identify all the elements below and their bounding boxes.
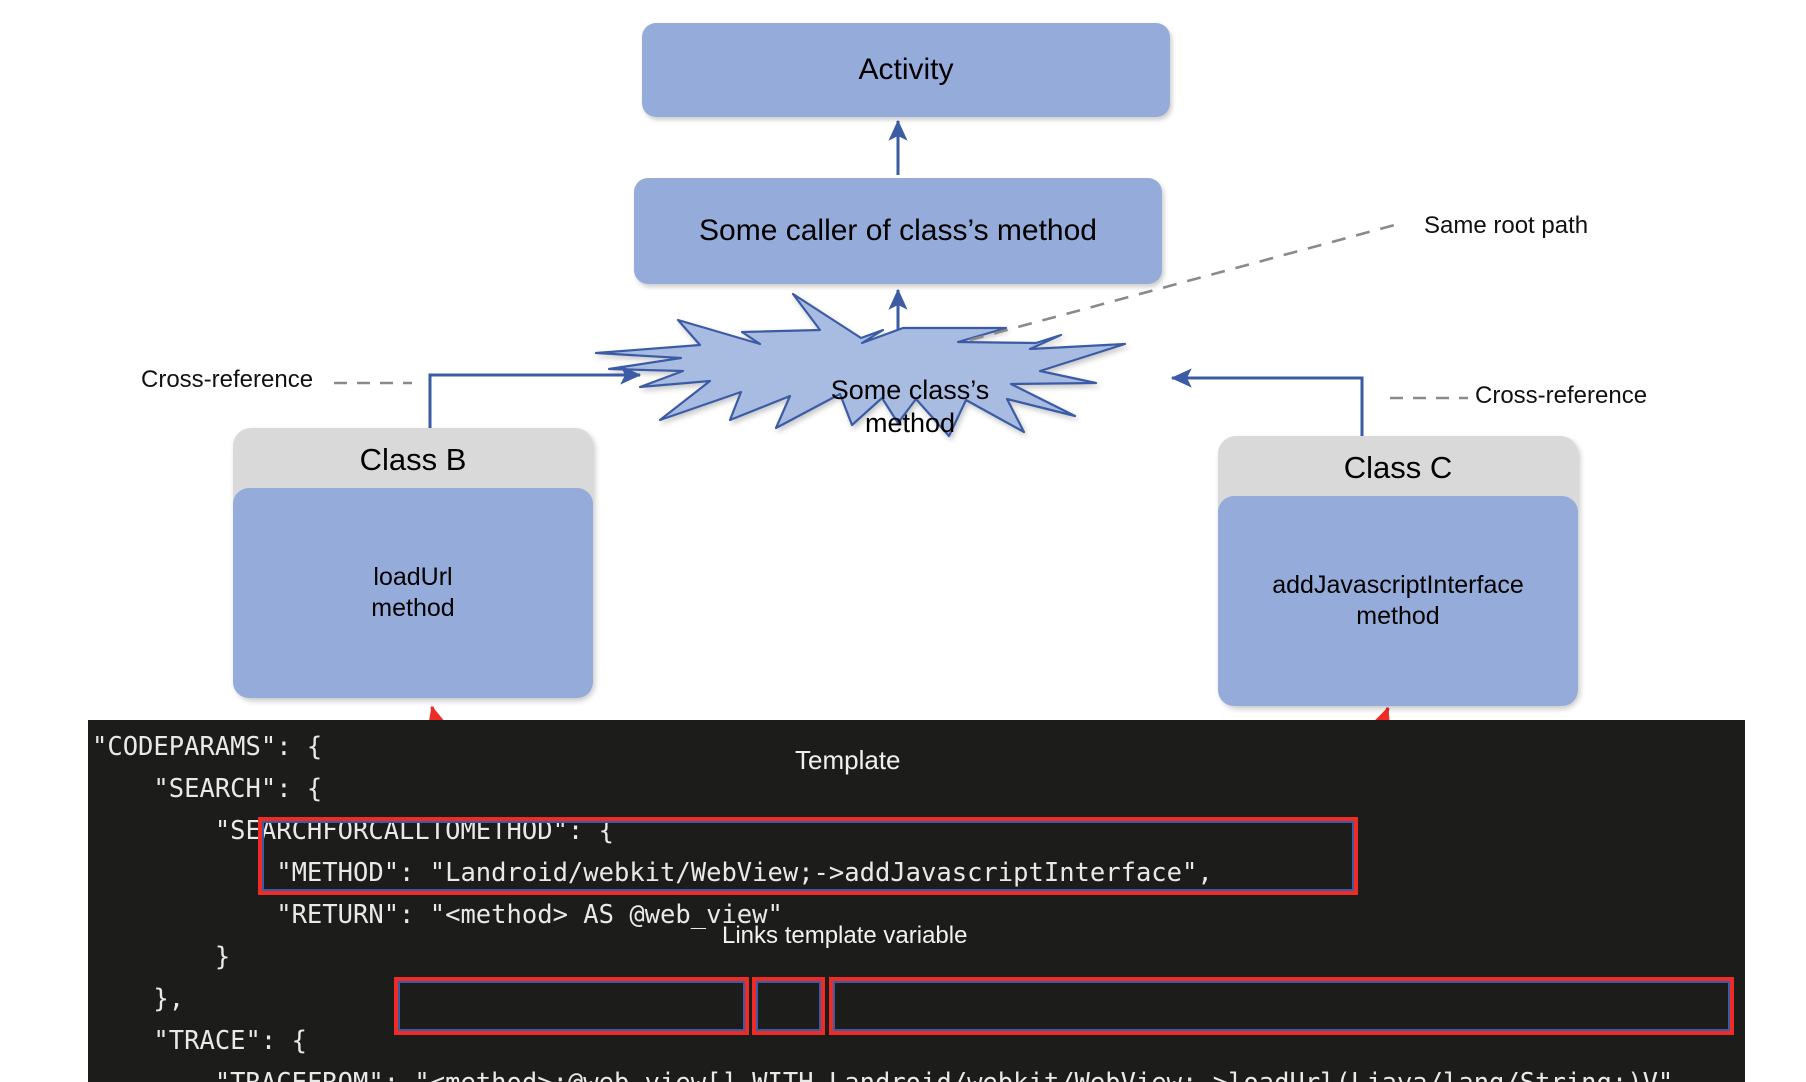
search-block-highlight-inner — [262, 821, 1354, 891]
tracefrom-with-highlight — [752, 977, 825, 1035]
search-block-highlight — [258, 817, 1358, 895]
caller-node[interactable]: Some caller of class’s method — [634, 178, 1162, 284]
code-line: "TRACEFROM": "<method>:@web_view[] WITH … — [88, 1062, 1689, 1082]
tracefrom-with-highlight-inner — [756, 981, 821, 1031]
caller-node-label: Some caller of class’s method — [699, 214, 1097, 247]
tracefrom-loadurl-highlight-inner — [833, 981, 1730, 1031]
code-line: } — [92, 942, 231, 972]
cross-reference-label-right: Cross-reference — [1475, 382, 1648, 409]
code-line: "CODEPARAMS": { — [92, 732, 323, 762]
code-line: "METHOD": "Landroid/webkit/WebView;->add… — [92, 858, 1213, 888]
code-line: "RETURN": "<method> AS @web_view" — [92, 900, 783, 930]
tracefrom-method-highlight-inner — [398, 981, 745, 1031]
same-root-path-label: Same root path — [1424, 212, 1589, 239]
arrow-classb-to-star — [428, 365, 642, 428]
class-c-title: Class C — [1343, 450, 1453, 485]
code-line: }, — [92, 984, 185, 1014]
code-panel[interactable]: "CODEPARAMS": { "SEARCH": { "SEARCHFORCA… — [88, 720, 1745, 1082]
activity-node-label: Activity — [858, 53, 954, 86]
class-b-title: Class B — [359, 442, 467, 477]
links-template-variable-label: Links template variable — [722, 922, 968, 949]
cross-reference-label-left: Cross-reference — [141, 366, 314, 393]
template-label: Template — [795, 745, 901, 775]
tracefrom-method-highlight — [394, 977, 749, 1035]
arrow-classc-to-star — [1170, 368, 1364, 436]
code-line: "SEARCH": { — [92, 774, 323, 804]
code-line: "TRACE": { — [92, 1026, 307, 1056]
tracefrom-loadurl-highlight — [829, 977, 1734, 1035]
activity-node[interactable]: Activity — [642, 23, 1170, 117]
center-method-star — [594, 292, 1127, 438]
